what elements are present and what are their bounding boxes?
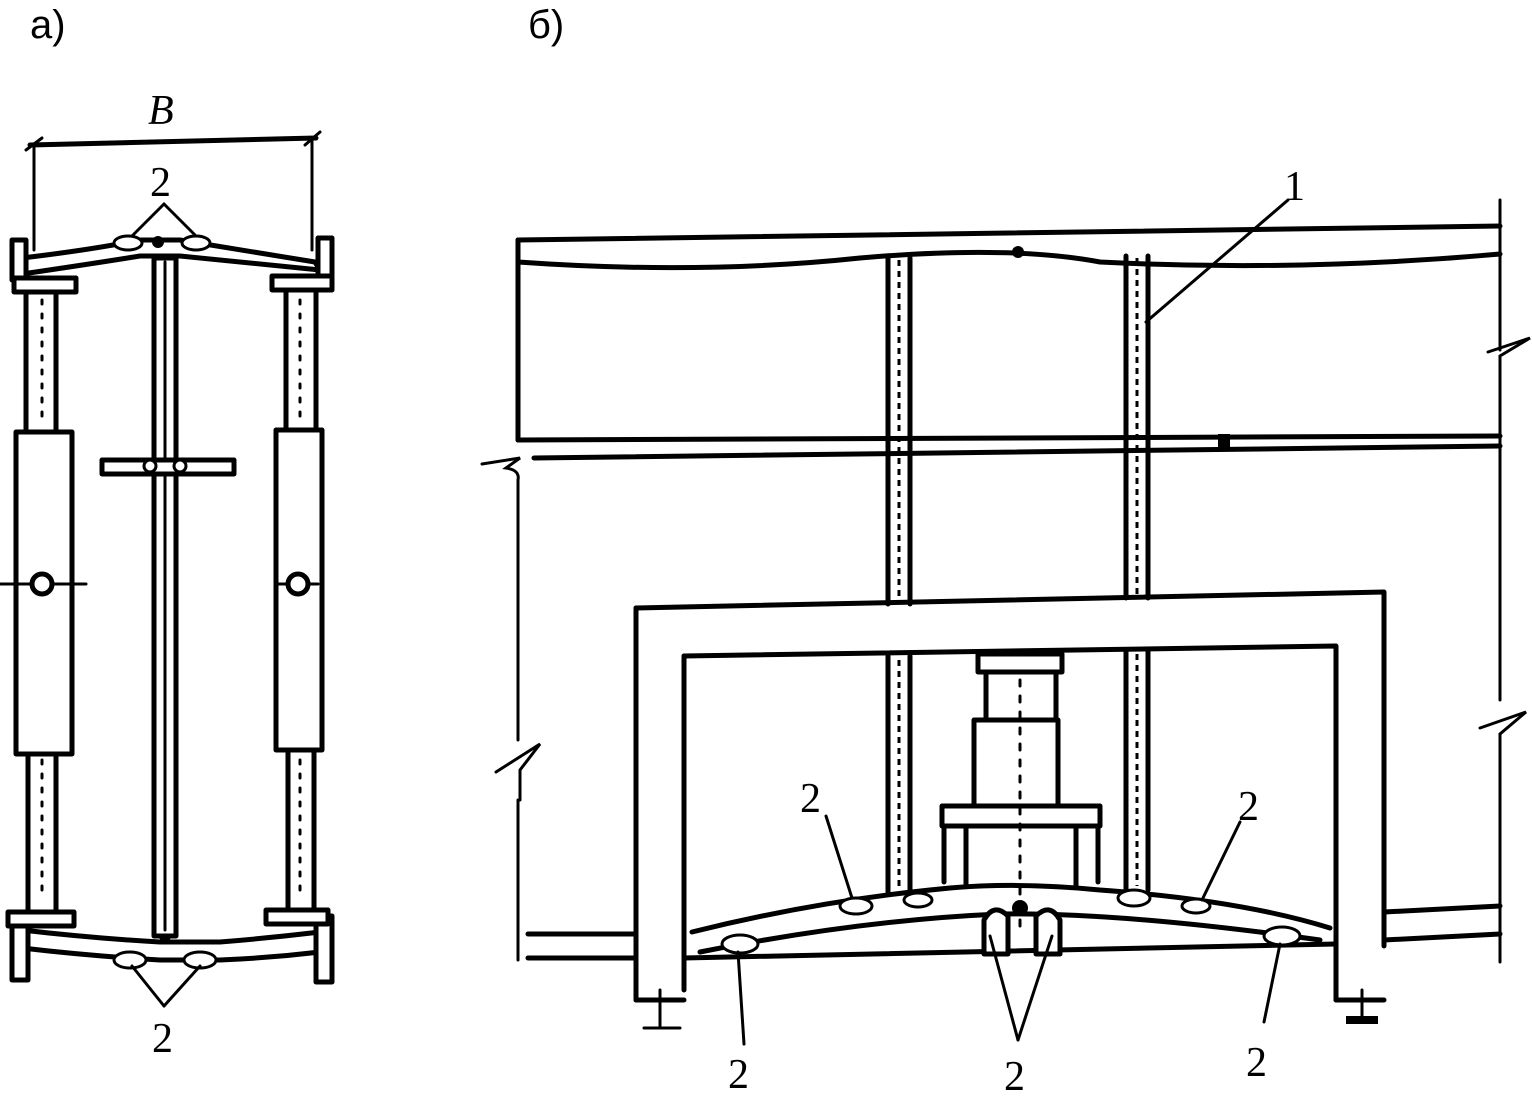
callout-b-weld-right-upper: 2 — [1238, 784, 1259, 830]
dimension-b-label: B — [148, 88, 174, 134]
callout-b-weld-left-upper: 2 — [800, 776, 821, 822]
panel-label-a: а) — [30, 3, 66, 47]
dimension-b: B — [24, 88, 322, 252]
panel-a-cross-section: B — [0, 88, 335, 1062]
callout-b-part-1: 1 — [1284, 164, 1305, 210]
callout-b-weld-right-lower: 2 — [1246, 1040, 1267, 1086]
callout-b-weld-center: 2 — [1004, 1054, 1025, 1096]
callout-b-weld-left-lower: 2 — [728, 1052, 749, 1096]
callout-a-top: 2 — [150, 160, 171, 206]
callout-a-bottom: 2 — [152, 1016, 173, 1062]
hydraulic-jack — [939, 651, 1103, 932]
threaded-rod-right — [1123, 253, 1151, 893]
panel-label-b: б) — [528, 3, 564, 47]
panel-b-side-elevation: 1 2 2 2 2 2 — [480, 164, 1531, 1096]
threaded-rod-left — [885, 255, 913, 895]
